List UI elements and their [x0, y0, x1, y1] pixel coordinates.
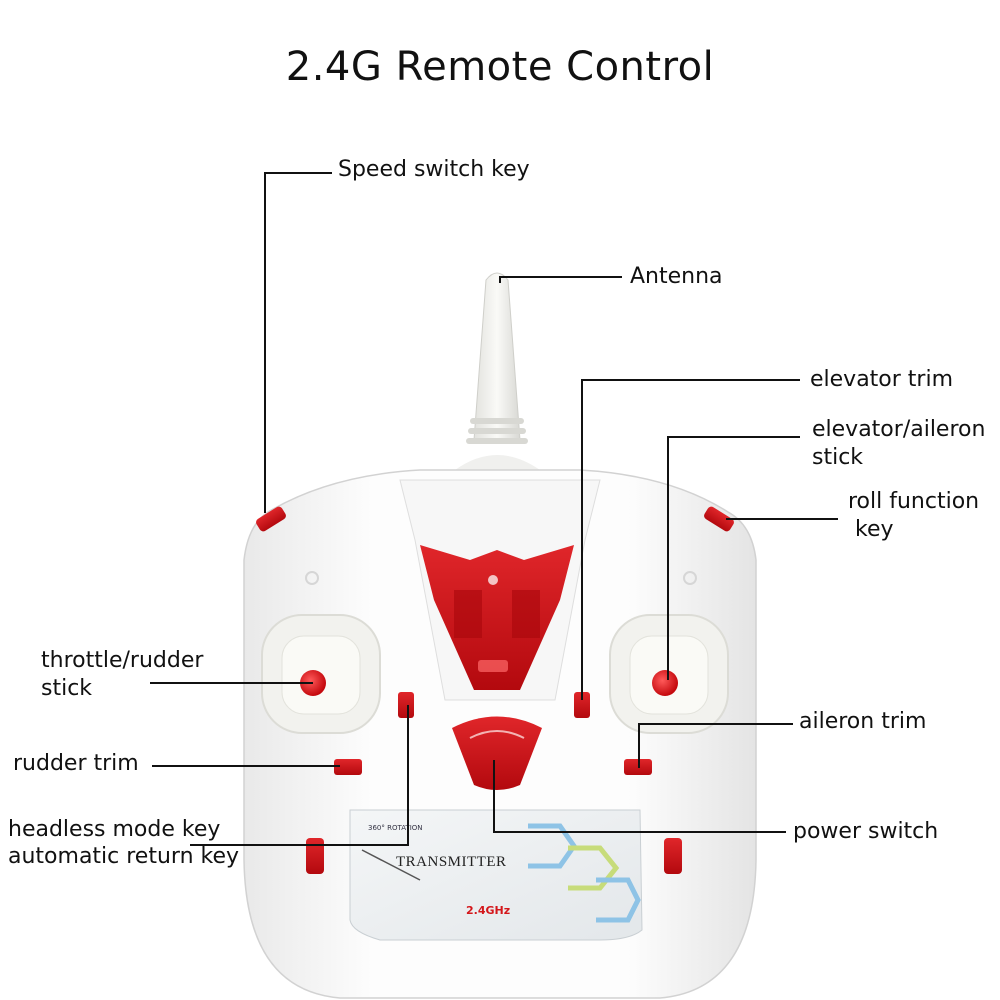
label-power-switch: power switch: [793, 819, 939, 844]
label-rudder-trim: rudder trim: [13, 751, 139, 776]
panel-brand-text: TRANSMITTER: [396, 854, 507, 870]
label-speed-switch-key: Speed switch key: [338, 157, 530, 182]
label-elevator-trim: elevator trim: [810, 367, 954, 392]
label-roll-function-line2: key: [848, 517, 894, 542]
label-throttle-rudder-stick-line1: throttle/rudder: [41, 648, 204, 673]
throttle-rudder-stick[interactable]: [261, 614, 381, 734]
panel-badge-text: 360° ROTATION: [368, 824, 423, 832]
roll-function-button[interactable]: [703, 505, 736, 533]
label-elevator-aileron-stick-line1: elevator/aileron: [812, 417, 986, 442]
elevator-trim-button[interactable]: [574, 692, 590, 718]
side-button-right[interactable]: [664, 838, 682, 874]
label-automatic-return-key: automatic return key: [8, 844, 240, 869]
label-antenna: Antenna: [630, 264, 723, 289]
rudder-trim-button[interactable]: [334, 759, 362, 775]
label-roll-function-line1: roll function: [848, 489, 980, 514]
headless-mode-button[interactable]: [398, 692, 414, 718]
speed-switch-button[interactable]: [255, 505, 288, 533]
side-button-left[interactable]: [306, 838, 324, 874]
leader-lines: [150, 172, 838, 846]
label-elevator-aileron-stick-line2: stick: [812, 445, 864, 470]
label-headless-mode-key: headless mode key: [8, 817, 221, 842]
antenna: [455, 272, 540, 480]
center-emblem: [420, 545, 574, 690]
page-title: 2.4G Remote Control: [285, 44, 715, 90]
panel-band-text: 2.4GHz: [466, 904, 510, 917]
power-switch[interactable]: [452, 716, 542, 791]
label-aileron-trim: aileron trim: [799, 709, 927, 734]
label-throttle-rudder-stick-line2: stick: [41, 676, 93, 701]
transmitter-panel: 360° ROTATION TRANSMITTER 2.4GHz: [349, 809, 643, 941]
